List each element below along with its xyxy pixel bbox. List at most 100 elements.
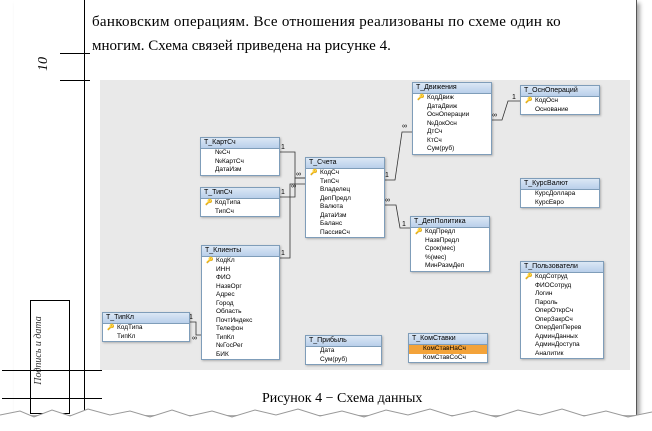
table-field[interactable]: Сум(руб) xyxy=(306,356,381,365)
table-field[interactable]: ОперОткрСч xyxy=(521,307,603,316)
table-field-label: БИК xyxy=(216,350,229,358)
link-label-7b: 1 xyxy=(402,221,406,228)
table-field-label: АдминДанных xyxy=(535,332,578,340)
table-field-label: АдминДоступа xyxy=(535,341,580,348)
table-field-label: КодСч xyxy=(320,169,340,176)
table-field[interactable]: Аналитик xyxy=(521,350,603,359)
link-label-7a: ∞ xyxy=(385,197,390,204)
torn-edge xyxy=(0,408,652,431)
table-title: T_Счета xyxy=(306,158,384,169)
link-scheta-dvizh xyxy=(383,131,412,181)
table-field[interactable]: №Сч xyxy=(201,149,279,158)
table-title: T_ТипСч xyxy=(201,188,279,199)
table-field[interactable]: Сум(руб) xyxy=(413,145,491,154)
table-field[interactable]: КурсЕвро xyxy=(521,199,599,208)
table-title: T_ДепПолитика xyxy=(411,217,489,228)
table-field[interactable]: 🔑КодТипа xyxy=(103,324,189,333)
table-field[interactable]: ДатаИзм xyxy=(306,212,384,221)
table-field-label: КурсДоллара xyxy=(535,190,576,197)
table-field[interactable]: %(мес) xyxy=(411,254,489,263)
table-field[interactable]: ФИО xyxy=(202,274,279,283)
table-field-label: КтСч xyxy=(427,136,442,144)
table-field[interactable]: АдминДоступа xyxy=(521,341,603,350)
side-stamp-tick-1 xyxy=(2,370,102,371)
table-field-label: Срок(мес) xyxy=(425,245,456,252)
table-field[interactable]: ИНН xyxy=(202,266,279,275)
table-field[interactable]: Адрес xyxy=(202,291,279,300)
table-title: T_ОснОпераций xyxy=(521,86,599,97)
table-field[interactable]: Владелец xyxy=(306,186,384,195)
table-field[interactable]: АдминДанных xyxy=(521,333,603,342)
table-field[interactable]: ПассивСч xyxy=(306,229,384,238)
table-field[interactable]: №ГосРег xyxy=(202,342,279,351)
table-field[interactable]: ОперЗакрСч xyxy=(521,316,603,325)
table-field-label: №КартСч xyxy=(215,157,244,165)
table-field[interactable]: Пароль xyxy=(521,299,603,308)
table-field[interactable]: ДатаДвиж xyxy=(413,103,491,112)
table-field[interactable]: НазвОрг xyxy=(202,283,279,292)
table-field[interactable]: ТипСч xyxy=(306,178,384,187)
table-title: T_КомСтавки xyxy=(409,334,487,345)
table-field[interactable]: 🔑КодТипа xyxy=(201,199,279,208)
table-field[interactable]: Баланс xyxy=(306,220,384,229)
table-field-label: Баланс xyxy=(320,220,343,227)
table-field[interactable]: ТипСч xyxy=(201,208,279,217)
table-field[interactable]: ТипКл xyxy=(202,334,279,343)
table-field[interactable]: 🔑КодПредл xyxy=(411,228,489,237)
table-field[interactable]: ДтСч xyxy=(413,128,491,137)
side-stamp-label: Подпись и дата xyxy=(32,316,44,385)
table-field[interactable]: 🔑КодСотруд xyxy=(521,273,603,282)
table-field[interactable]: Область xyxy=(202,308,279,317)
table-field[interactable]: 🔑КодДвиж xyxy=(413,94,491,103)
table-field[interactable]: ДатаИзм xyxy=(201,166,279,175)
table-field[interactable]: 🔑КодСч xyxy=(306,169,384,178)
table-field-label: ОперОткрСч xyxy=(535,307,574,314)
table-field[interactable]: №ДокОсн xyxy=(413,120,491,129)
link-label-6b: 1 xyxy=(512,94,516,101)
table-field[interactable]: КтСч xyxy=(413,137,491,146)
table-field[interactable]: Основание xyxy=(521,106,599,115)
table-field-label: Область xyxy=(216,308,242,315)
table-field[interactable]: КурсДоллара xyxy=(521,190,599,199)
table-field[interactable]: Телефон xyxy=(202,325,279,334)
table-field[interactable]: КомСтавСоСч xyxy=(409,354,487,363)
table-field[interactable]: Логин xyxy=(521,290,603,299)
table-title: T_КурсВалют xyxy=(521,179,599,190)
primary-key-icon: 🔑 xyxy=(525,274,533,280)
table-field[interactable]: БИК xyxy=(202,351,279,360)
table-field[interactable]: ОперДепПерев xyxy=(521,324,603,333)
dimension-tick-top xyxy=(60,53,90,54)
table-field[interactable]: Дата xyxy=(306,347,381,356)
primary-key-icon: 🔑 xyxy=(415,229,423,235)
table-field[interactable]: ТипКл xyxy=(103,333,189,342)
table-field[interactable]: ОснОперации xyxy=(413,111,491,120)
table-field[interactable]: 🔑КодКл xyxy=(202,257,279,266)
table-field[interactable]: ДепПредл xyxy=(306,195,384,204)
table-field[interactable]: №КартСч xyxy=(201,158,279,167)
table-field[interactable]: Город xyxy=(202,300,279,309)
table-field[interactable]: Валюта xyxy=(306,203,384,212)
table-field[interactable]: КомСтавНаСч xyxy=(409,345,487,354)
table-title: T_Движения xyxy=(413,83,491,94)
table-field-label: %(мес) xyxy=(425,253,447,261)
table-field-label: №ГосРег xyxy=(216,342,243,349)
table-field[interactable]: МинРазмДеп xyxy=(411,262,489,271)
table-field[interactable]: Срок(мес) xyxy=(411,245,489,254)
table-field[interactable]: ФИОСотруд xyxy=(521,282,603,291)
table-field[interactable]: НазвПредл xyxy=(411,237,489,246)
table-field-label: Сум(руб) xyxy=(320,355,348,363)
table-field[interactable]: ПочтИндекс xyxy=(202,317,279,326)
table-field[interactable]: 🔑КодОсн xyxy=(521,97,599,106)
